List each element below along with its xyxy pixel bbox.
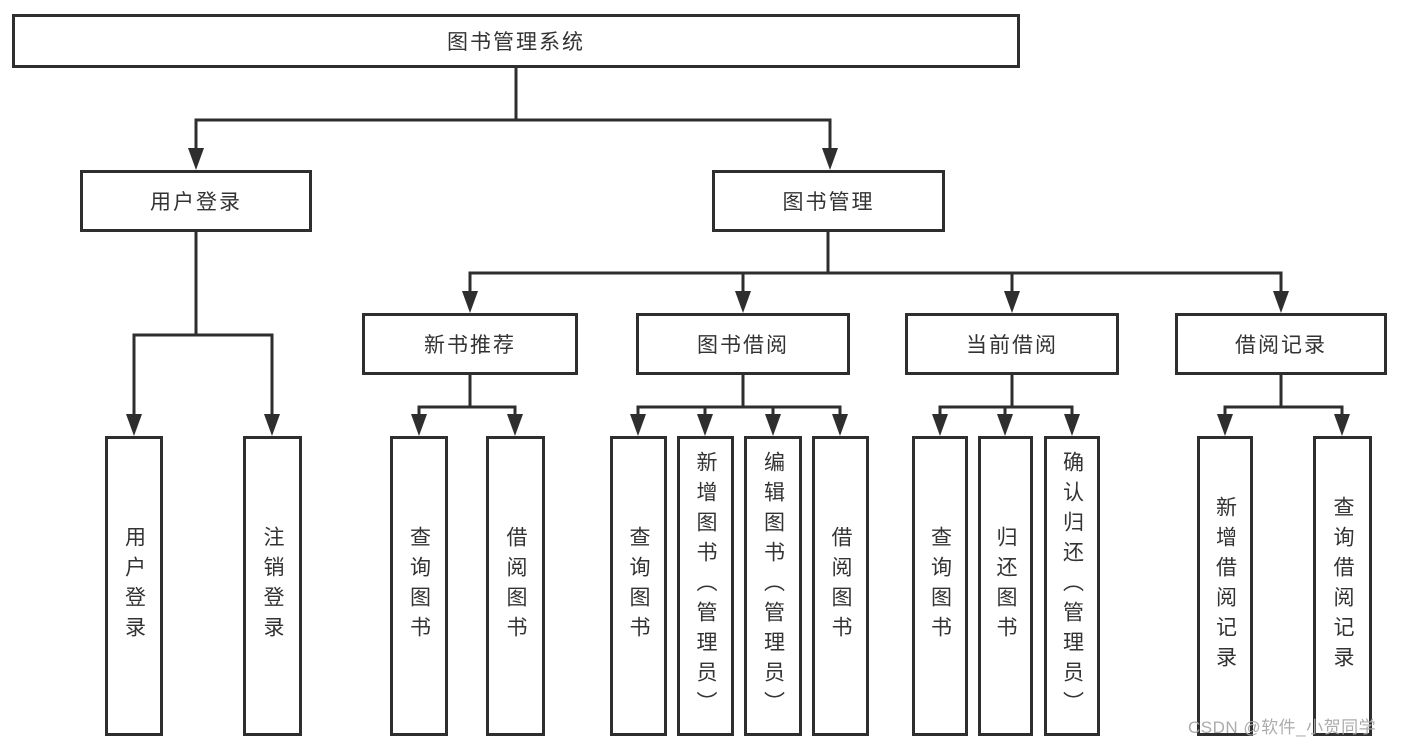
csdn-watermark: CSDN @软件_小贺同学	[1188, 718, 1377, 737]
node-book-management: 图书管理	[712, 170, 945, 232]
node-current-borrow: 当前借阅	[905, 313, 1119, 375]
leaf-user-login: 用户登录	[105, 436, 163, 736]
node-user-login: 用户登录	[80, 170, 312, 232]
leaf-borrow-books: 借阅图书	[812, 436, 869, 736]
leaf-logout-login: 注销登录	[243, 436, 302, 736]
leaf-add-borrow-record: 新增借阅记录	[1197, 436, 1253, 736]
leaf-query-books-current: 查询图书	[912, 436, 968, 736]
leaf-confirm-return-admin: 确认归还（管理员）	[1044, 436, 1100, 736]
node-borrow-records: 借阅记录	[1175, 313, 1387, 375]
node-new-book-recommend: 新书推荐	[362, 313, 578, 375]
leaf-edit-book-admin: 编辑图书（管理员）	[744, 436, 802, 736]
node-book-borrow: 图书借阅	[636, 313, 850, 375]
leaf-query-borrow-record: 查询借阅记录	[1313, 436, 1372, 736]
leaf-query-books-recommend: 查询图书	[390, 436, 448, 736]
leaf-query-books-borrow: 查询图书	[610, 436, 667, 736]
leaf-borrow-books-recommend: 借阅图书	[486, 436, 545, 736]
node-library-system: 图书管理系统	[12, 14, 1020, 68]
leaf-return-book: 归还图书	[978, 436, 1033, 736]
leaf-add-book-admin: 新增图书（管理员）	[677, 436, 734, 736]
